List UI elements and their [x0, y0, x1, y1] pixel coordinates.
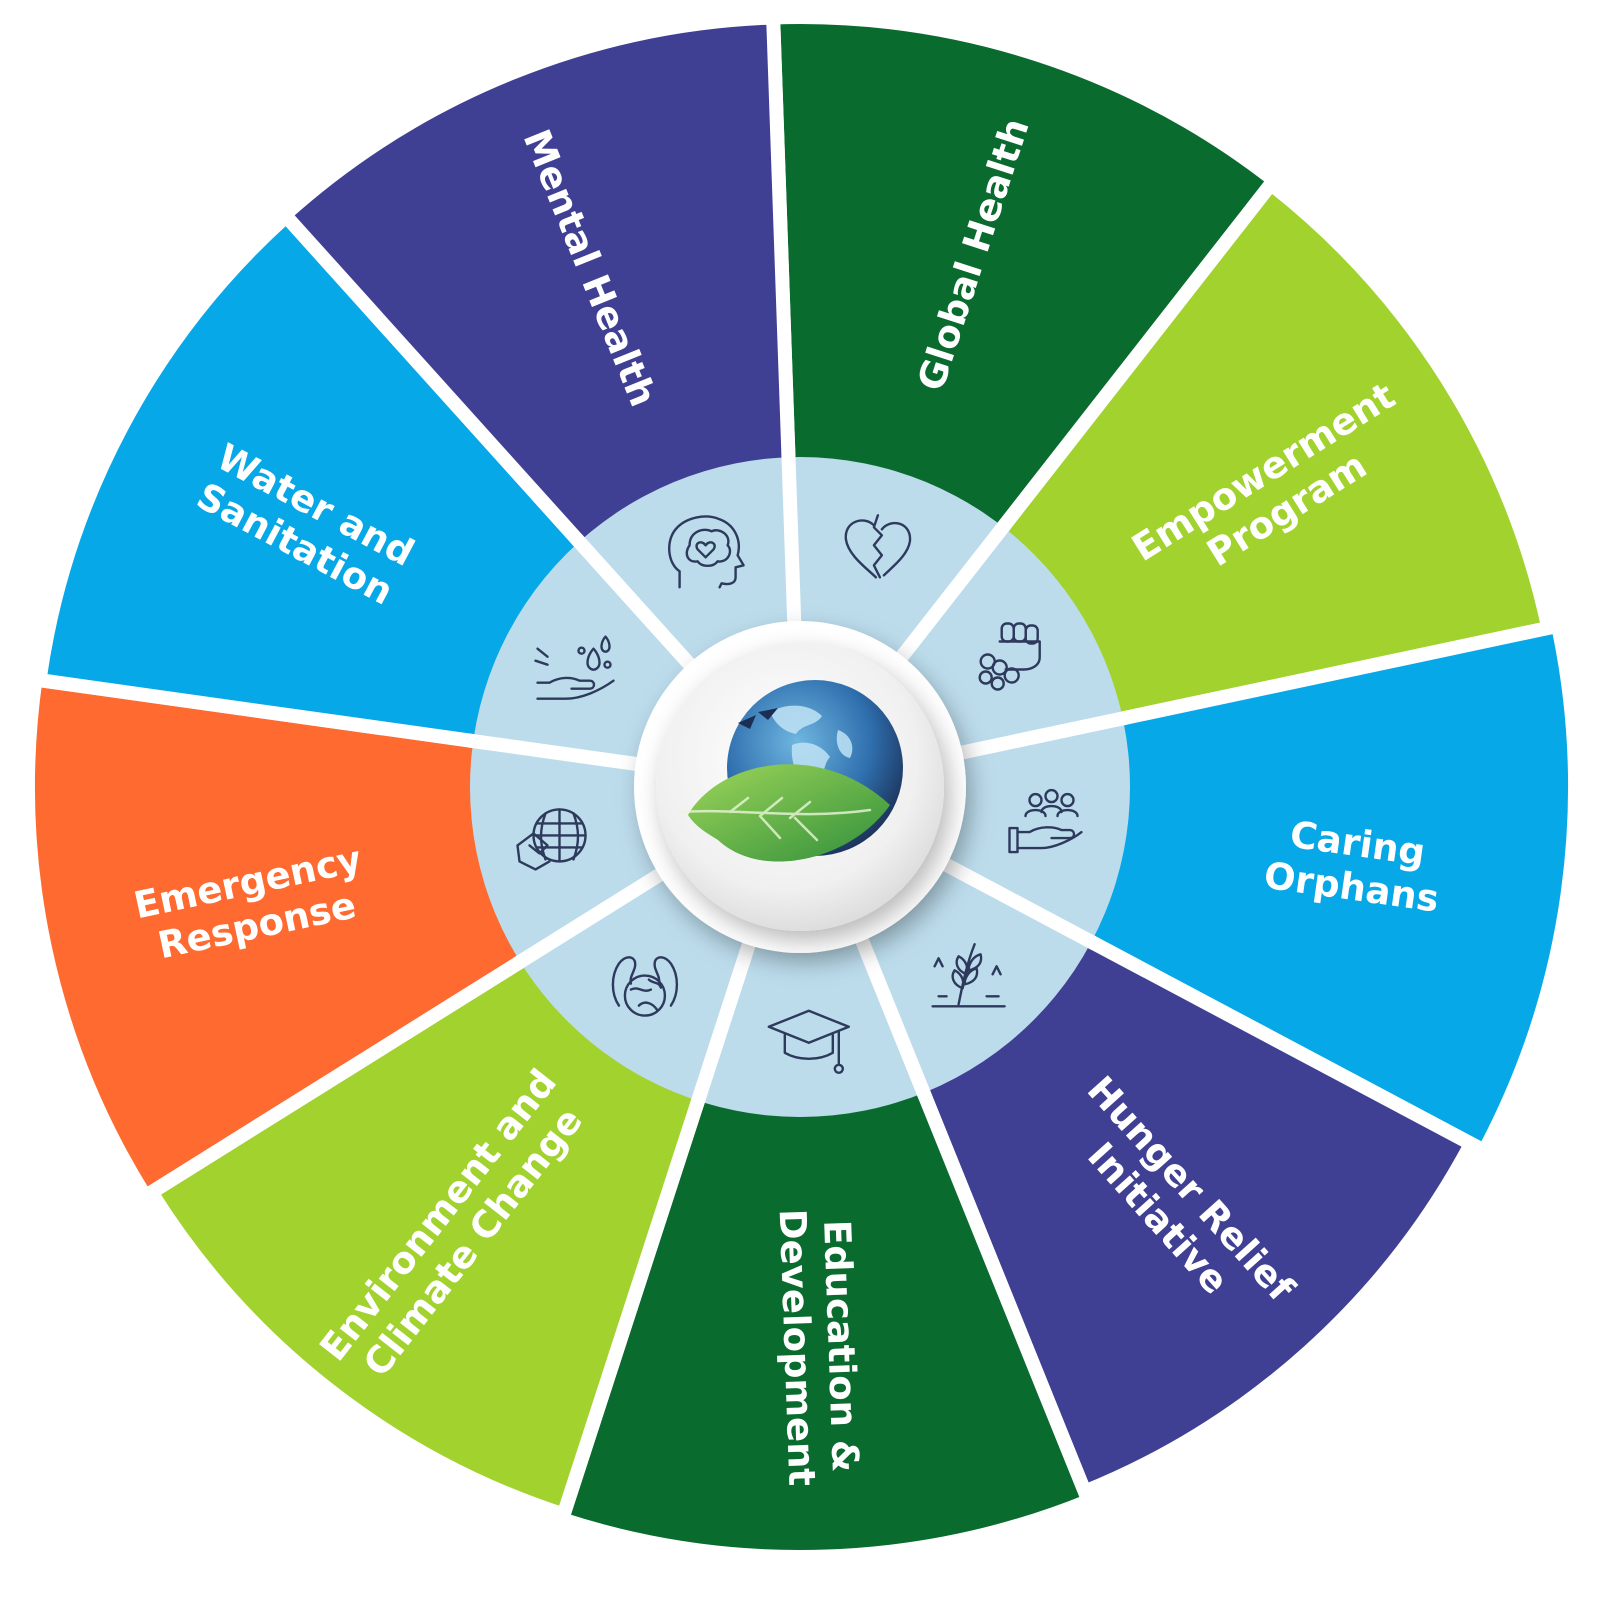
ring-divider: [957, 710, 1129, 761]
handshake-globe-icon: [516, 808, 587, 871]
ring-divider: [854, 934, 932, 1100]
segment-label-line: Education &: [815, 1219, 867, 1473]
segment-icons: [516, 514, 1083, 1075]
ring-divider: [571, 534, 697, 672]
ring-divider: [939, 856, 1099, 950]
wheat-field-icon: [931, 943, 1006, 1008]
ring-divider: [468, 733, 641, 772]
segment-label-education-development: Education &Development: [771, 1207, 868, 1487]
globe-leaf-logo-icon: [634, 621, 966, 953]
ring-divider: [690, 938, 757, 1107]
ring-divider: [513, 866, 667, 970]
heart-pulse-icon: [844, 514, 912, 579]
hand-people-icon: [1008, 788, 1083, 854]
ring-divider: [894, 519, 1012, 664]
raised-fist-icon: [978, 622, 1041, 691]
graduation-cap-icon: [767, 1009, 850, 1075]
ring-divider: [781, 452, 802, 626]
segment-education-development[interactable]: [553, 766, 1098, 1564]
head-brain-icon: [668, 515, 745, 589]
segment-label-line: Development: [771, 1208, 824, 1487]
hands-globe-icon: [611, 956, 679, 1017]
hand-water-drops-icon: [534, 635, 615, 700]
